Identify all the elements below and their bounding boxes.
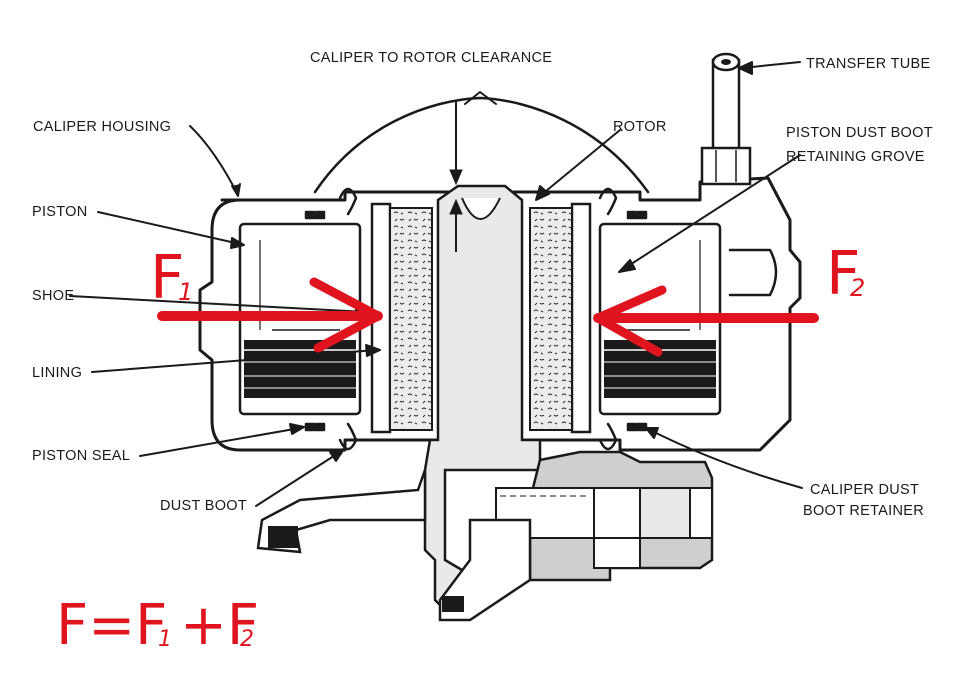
force-equation: F=F 1 +F 2	[56, 593, 259, 658]
force-label-f1-subscript: 1	[178, 278, 193, 306]
rotor-dome	[313, 96, 650, 194]
transfer-tube	[711, 58, 741, 162]
label-lining: LINING	[32, 365, 82, 381]
label-caliper-dust-boot-retainer-line1: CALIPER DUST	[810, 482, 919, 498]
label-caliper-to-rotor-clearance: CALIPER TO ROTOR CLEARANCE	[310, 50, 552, 66]
seals	[304, 187, 648, 451]
label-piston: PISTON	[32, 204, 88, 220]
leader-lines	[69, 61, 803, 507]
label-rotor: ROTOR	[613, 119, 667, 135]
force-label-f2: F	[826, 239, 861, 309]
transfer-tube-fitting	[700, 146, 752, 186]
force-label-f2-subscript: 2	[850, 274, 865, 302]
label-shoe: SHOE	[32, 288, 74, 304]
caliper-drawing	[198, 52, 802, 622]
equation-plus: +F	[180, 593, 259, 658]
label-piston-dust-boot-line2: RETAINING GROVE	[786, 149, 925, 165]
equation-sub2: 2	[240, 627, 254, 652]
lower-assembly	[438, 450, 714, 622]
force-arrow-f1	[157, 277, 383, 353]
right-shoe	[570, 202, 592, 434]
housing-ear	[728, 248, 778, 297]
mounting-bracket-left	[256, 469, 427, 554]
caliper-housing	[198, 176, 802, 452]
transfer-tube-bore	[721, 59, 731, 65]
label-dust-boot: DUST BOOT	[160, 498, 247, 514]
left-lining	[389, 207, 433, 431]
label-caliper-housing: CALIPER HOUSING	[33, 119, 171, 135]
label-piston-seal: PISTON SEAL	[32, 448, 130, 464]
force-label-f1: F	[150, 243, 185, 313]
label-transfer-tube: TRANSFER TUBE	[806, 56, 931, 72]
label-caliper-dust-boot-retainer-line2: BOOT RETAINER	[803, 503, 924, 519]
rotor-notch	[461, 197, 501, 220]
dome-cap	[464, 91, 497, 105]
equation-lhs: F=F	[56, 593, 167, 658]
right-lining	[529, 207, 573, 431]
force-arrow-f2	[593, 285, 819, 357]
label-piston-dust-boot-line1: PISTON DUST BOOT	[786, 125, 933, 141]
equation-sub1: 1	[158, 627, 172, 652]
